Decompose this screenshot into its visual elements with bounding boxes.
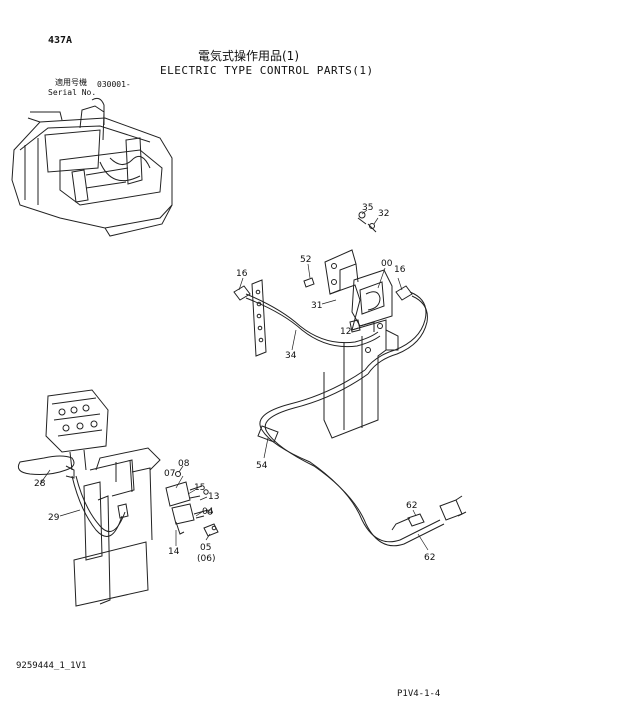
serial-value: 030001-	[97, 80, 131, 89]
part-label-12: 12	[340, 327, 351, 337]
part-label-29: 29	[48, 513, 60, 523]
page-reference: P1V4-1-4	[397, 689, 441, 699]
leader-lines	[39, 209, 429, 551]
part-label-62-upper: 62	[406, 501, 417, 511]
part-label-04: 04	[202, 507, 214, 517]
harness-16-right	[364, 285, 428, 375]
part-label-16-right: 16	[394, 265, 406, 275]
part-label-14: 14	[168, 547, 180, 557]
part-label-31: 31	[311, 301, 322, 311]
part-label-16-left: 16	[236, 269, 248, 279]
part-label-06: (06)	[197, 554, 215, 564]
title-english: ELECTRIC TYPE CONTROL PARTS(1)	[160, 64, 374, 77]
control-console-illustration	[17, 389, 161, 607]
part-number-labels: 35 32 52 00 16 16 31 12 34 54 08 07 15 1…	[34, 203, 435, 564]
cab-overview-illustration	[11, 97, 173, 237]
document-number: 9259444_1_1V1	[16, 661, 87, 671]
serial-label-japanese: 適用号機	[55, 78, 87, 87]
part-label-62-lower: 62	[424, 553, 435, 563]
part-label-28: 28	[34, 479, 46, 489]
part-label-05: 05	[200, 543, 211, 553]
part-label-32: 32	[378, 209, 389, 219]
serial-label-english: Serial No.	[48, 88, 97, 97]
bracket-assembly	[303, 211, 399, 439]
part-label-54: 54	[256, 461, 268, 471]
part-label-07: 07	[164, 469, 175, 479]
part-label-13: 13	[208, 492, 219, 502]
part-label-15: 15	[194, 483, 205, 493]
title-japanese: 電気式操作用品(1)	[198, 49, 299, 63]
page-code: 437A	[48, 35, 73, 46]
part-label-52: 52	[300, 255, 311, 265]
small-switch-assembly	[165, 471, 219, 537]
terminal-strip	[251, 279, 267, 357]
part-label-35: 35	[362, 203, 373, 213]
part-label-08: 08	[178, 459, 190, 469]
part-label-34: 34	[285, 351, 297, 361]
part-label-00: 00	[381, 259, 393, 269]
harness-34	[233, 285, 381, 348]
